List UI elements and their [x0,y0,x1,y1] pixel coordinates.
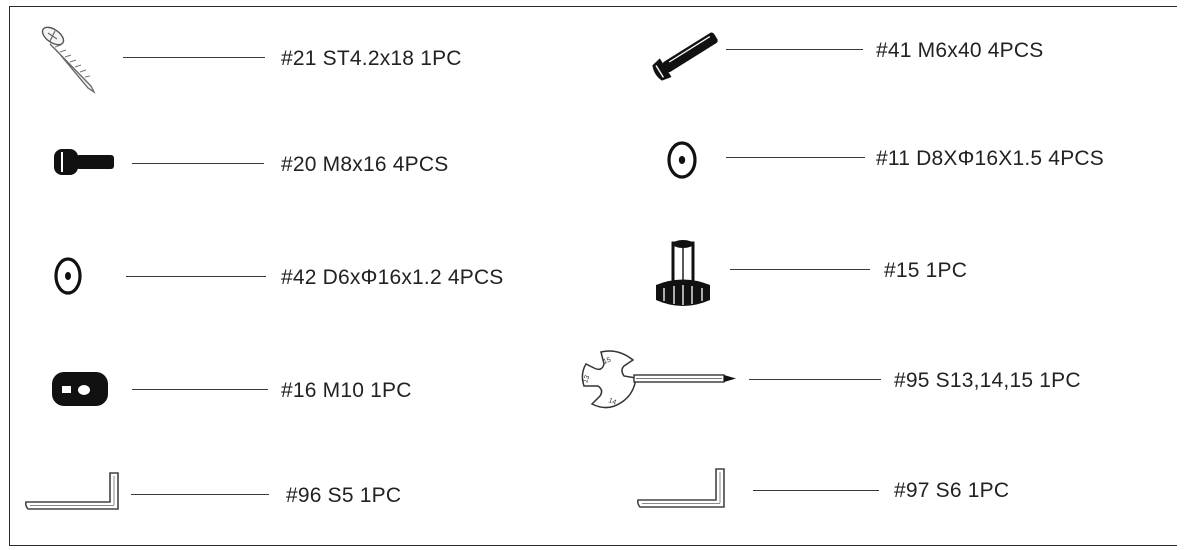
part-97-label: #97 S6 1PC [894,479,1010,502]
leader-line [726,49,863,50]
leader-line [131,494,269,495]
spanner-wrench-icon: 15 13 14 [581,350,736,409]
allen-key-icon [24,472,119,510]
part-42-label: #42 D6xΦ16x1.2 4PCS [281,266,504,289]
leader-line [749,379,881,380]
part-16-label: #16 M10 1PC [281,379,412,402]
washer-icon [54,257,82,295]
leader-line [726,157,865,158]
part-20-label: #20 M8x16 4PCS [281,153,449,176]
leveling-foot-icon [656,240,710,306]
leader-line [753,490,879,491]
part-41-label: #41 M6x40 4PCS [876,39,1044,62]
part-96-label: #96 S5 1PC [286,484,402,507]
washer-icon [667,141,697,179]
countersunk-bolt-icon [652,32,718,81]
nut-icon [52,372,108,406]
hex-bolt-icon [54,149,114,175]
part-15-label: #15 1PC [884,259,968,282]
allen-key-icon [636,468,725,508]
part-11-label: #11 D8XΦ16X1.5 4PCS [876,147,1104,170]
part-95-label: #95 S13,14,15 1PC [894,369,1081,392]
wrench-size-15: 15 [602,357,612,366]
parts-list-frame [9,6,1177,546]
tapping-screw-icon [41,26,96,94]
leader-line [730,269,870,270]
leader-line [123,57,265,58]
leader-line [132,389,268,390]
part-21-label: #21 ST4.2x18 1PC [281,47,462,70]
leader-line [132,163,264,164]
wrench-size-13: 13 [582,374,591,384]
wrench-size-14: 14 [607,397,617,406]
leader-line [126,276,266,277]
